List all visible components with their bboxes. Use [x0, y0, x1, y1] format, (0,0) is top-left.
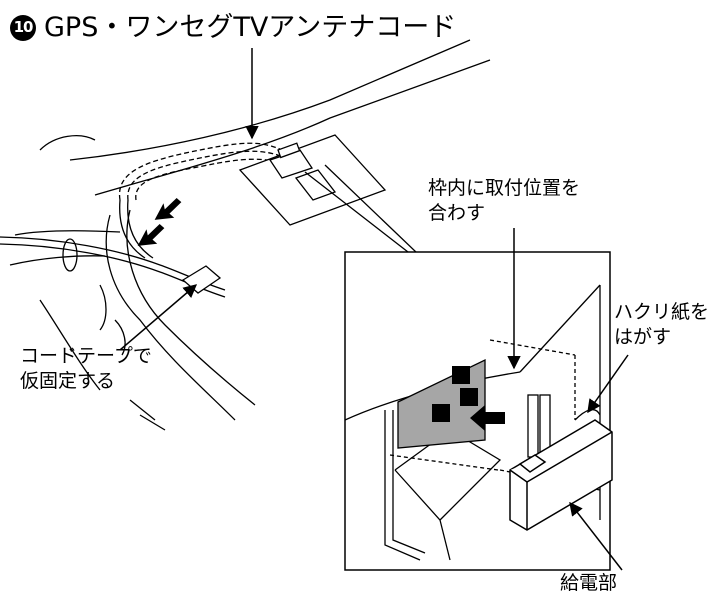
attach-direction-arrow [470, 405, 505, 431]
callout-power-supply: 給電部 [560, 571, 617, 596]
peel-callout-arrow [587, 354, 629, 414]
page-title-text: GPS・ワンセグTVアンテナコード [44, 12, 457, 43]
callout-line: 合わす [428, 202, 486, 225]
callout-peel-backing: ハクリ紙を はがす [614, 300, 709, 350]
callout-line: はがす [614, 326, 672, 349]
power-callout-arrow [569, 501, 623, 571]
detail-inset [344, 251, 613, 571]
callout-line: ハクリ紙を [614, 301, 710, 323]
antenna-film-overview [238, 134, 387, 226]
element-mark-3 [432, 404, 450, 422]
cord-push-arrows [137, 197, 182, 246]
power-supply-module [509, 419, 613, 531]
tape-callout-arrow [119, 284, 198, 351]
element-mark-2 [460, 388, 478, 406]
callout-line: 枠内に取付位置を [428, 177, 581, 199]
page-title: 10 GPS・ワンセグTVアンテナコード [10, 10, 456, 46]
cord-tape-clip [181, 265, 222, 294]
step-number-badge: 10 [10, 14, 36, 41]
callout-line: コードテープで [20, 345, 152, 367]
callout-cord-tape: コードテープで 仮固定する [20, 344, 152, 394]
callout-line: 給電部 [560, 572, 618, 594]
callout-line: 仮固定する [20, 370, 116, 393]
element-mark-1 [452, 366, 470, 384]
callout-frame-alignment: 枠内に取付位置を 合わす [428, 176, 580, 226]
